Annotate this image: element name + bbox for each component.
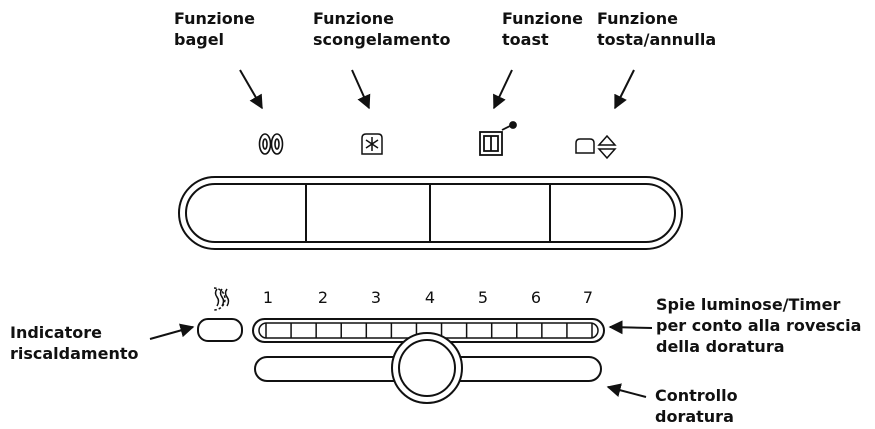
label-bagel-line-1: Funzione (174, 9, 255, 28)
label-lights-line-1: Spie luminose/Timer (656, 295, 841, 314)
arrow-defrost (351, 69, 371, 110)
label-toast-line-2: toast (502, 30, 549, 49)
level-number: 3 (370, 288, 382, 307)
label-browning-control: Controllo doratura (655, 385, 738, 427)
button-dividers (305, 184, 551, 242)
toast-up-down-icon (575, 134, 617, 160)
label-heating-line-1: Indicatore (10, 323, 102, 342)
label-heating-line-2: riscaldamento (10, 344, 139, 363)
toast-button[interactable] (430, 184, 550, 242)
label-defrost-line-1: Funzione (313, 9, 394, 28)
snowflake-toast-icon (361, 133, 383, 155)
label-cancel-line-2: tosta/annulla (597, 30, 717, 49)
arrow-heating (149, 323, 195, 340)
toaster-icon (479, 121, 517, 156)
arrow-toast (493, 69, 513, 110)
label-heating-indicator: Indicatore riscaldamento (10, 322, 138, 364)
label-toast-line-1: Funzione (502, 9, 583, 28)
label-cancel-function: Funzione tosta/annulla (597, 8, 716, 50)
level-number: 2 (317, 288, 329, 307)
label-defrost-function: Funzione scongelamento (313, 8, 451, 50)
label-control-line-1: Controllo (655, 386, 738, 405)
heating-indicator (197, 318, 243, 342)
browning-control-knob[interactable] (391, 332, 463, 404)
label-toast-function: Funzione toast (502, 8, 583, 50)
arrow-control (606, 383, 647, 398)
level-number: 6 (530, 288, 542, 307)
label-bagel-line-2: bagel (174, 30, 225, 49)
bagel-icon (258, 133, 284, 155)
label-cancel-line-1: Funzione (597, 9, 678, 28)
arrow-lights (608, 320, 653, 335)
label-countdown-lights: Spie luminose/Timer per conto alla roves… (656, 294, 861, 357)
cancel-button[interactable] (550, 184, 675, 242)
label-lights-line-3: della doratura (656, 337, 785, 356)
level-number: 1 (262, 288, 274, 307)
level-number: 5 (477, 288, 489, 307)
level-number: 4 (424, 288, 436, 307)
label-defrost-line-2: scongelamento (313, 30, 451, 49)
arrow-bagel (239, 69, 263, 110)
defrost-button[interactable] (306, 184, 430, 242)
label-bagel-function: Funzione bagel (174, 8, 255, 50)
bagel-button[interactable] (186, 184, 306, 242)
level-number: 7 (582, 288, 594, 307)
label-lights-line-2: per conto alla rovescia (656, 316, 862, 335)
arrow-cancel (614, 69, 635, 110)
label-control-line-2: doratura (655, 407, 734, 426)
heat-waves-icon (213, 287, 230, 311)
